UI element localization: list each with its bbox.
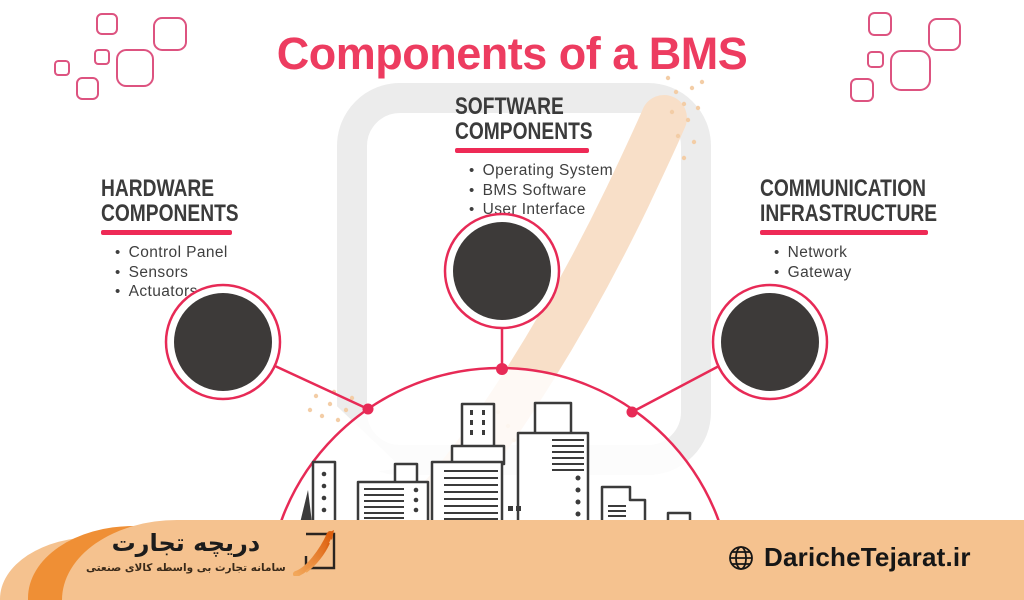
- decor-square: [928, 18, 961, 51]
- section-software-components: SOFTWARE COMPONENTS Operating System BMS…: [455, 94, 627, 220]
- decor-square: [116, 49, 154, 87]
- page-title: Components of a BMS: [276, 28, 748, 79]
- decor-square: [868, 12, 892, 36]
- section-hardware-components: HARDWARE COMPONENTS Control Panel Sensor…: [101, 176, 273, 302]
- list-item: Gateway: [774, 263, 981, 283]
- section-title: COMMUNICATION INFRASTRUCTURE: [760, 175, 938, 227]
- section-underline: [760, 230, 928, 235]
- decor-square: [867, 51, 884, 68]
- list-item: Network: [774, 243, 981, 263]
- section-communication-infrastructure: COMMUNICATION INFRASTRUCTURE Network Gat…: [760, 176, 981, 282]
- decor-square: [153, 17, 187, 51]
- decor-square: [54, 60, 70, 76]
- website-block: DaricheTejarat.ir: [728, 542, 971, 573]
- list-item: Control Panel: [115, 243, 273, 263]
- decor-square: [94, 49, 110, 65]
- list-item: BMS Software: [469, 181, 627, 201]
- list-item: User Interface: [469, 200, 627, 220]
- brand-logo-icon: [292, 530, 335, 576]
- footer-bar: دریچه تجارت سامانه تجارت بی واسطه کالای …: [0, 520, 1024, 600]
- decor-square: [76, 77, 99, 100]
- brand-block: دریچه تجارت سامانه تجارت بی واسطه کالای …: [86, 526, 340, 576]
- communication-node-circle: [711, 283, 829, 401]
- list-item: Operating System: [469, 161, 627, 181]
- communication-items-list: Network Gateway: [760, 243, 981, 282]
- list-item: Sensors: [115, 263, 273, 283]
- section-title: HARDWARE COMPONENTS: [101, 175, 239, 227]
- website-link[interactable]: DaricheTejarat.ir: [764, 542, 971, 572]
- decor-square: [890, 50, 931, 91]
- section-title: SOFTWARE COMPONENTS: [455, 93, 593, 145]
- brand-name-farsi: دریچه تجارت: [111, 529, 261, 557]
- software-items-list: Operating System BMS Software User Inter…: [455, 161, 627, 220]
- hardware-node-circle: [164, 283, 282, 401]
- globe-icon: [729, 545, 753, 570]
- software-node-circle: [443, 212, 561, 330]
- list-item: Actuators: [115, 282, 273, 302]
- decor-square: [96, 13, 118, 35]
- connector-lines: [274, 328, 720, 414]
- connector-nodes: [362, 363, 638, 418]
- section-underline: [455, 148, 589, 153]
- hardware-items-list: Control Panel Sensors Actuators: [101, 243, 273, 302]
- city-skyline-illustration: [300, 401, 692, 525]
- decor-square: [850, 78, 874, 102]
- brand-tagline-farsi: سامانه تجارت بی واسطه کالای صنعتی: [86, 562, 286, 574]
- section-underline: [101, 230, 232, 235]
